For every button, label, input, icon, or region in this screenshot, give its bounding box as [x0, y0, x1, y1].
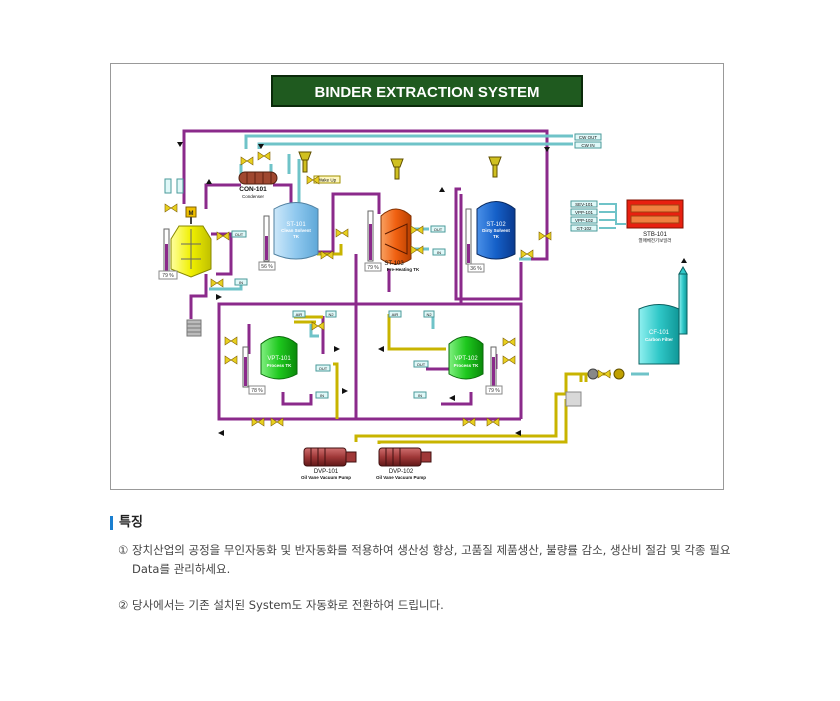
diagram-title-banner: BINDER EXTRACTION SYSTEM	[271, 75, 583, 107]
tank-st102: ST-102 Dirty Solvent TK 36 %	[465, 201, 516, 273]
vpt101-air-label: AIR	[296, 312, 303, 317]
boiler-stb101: STB-101 열매체전기보일러	[626, 199, 684, 244]
condenser-con101: CON-101 Condenser	[238, 171, 278, 199]
st103-name: Pre-Heating TK	[387, 267, 420, 272]
st103-level: 79 %	[367, 265, 379, 271]
vpt101-in-label: IN	[320, 393, 324, 398]
diagram-title: BINDER EXTRACTION SYSTEM	[314, 84, 539, 101]
tank-st103: 79 % ST-103 Pre-Heating TK	[364, 208, 420, 272]
pump-dvp101: DVP-101 Oil Vane Vacuum Pump	[301, 447, 357, 480]
dvp102-tag: DVP-102	[389, 469, 414, 475]
vpt102-n2-label: N2	[426, 312, 432, 317]
features-title: 특징	[110, 516, 730, 530]
vpt102-out-label: OUT	[417, 362, 426, 367]
st103-in-label: IN	[437, 250, 441, 255]
wake-up-label: Wake Up	[318, 178, 337, 183]
vpt101-tag: VPT-101	[267, 356, 291, 362]
pipe-network	[182, 129, 649, 444]
dvp101-name: Oil Vane Vacuum Pump	[301, 475, 351, 480]
blower-icon	[613, 368, 625, 380]
st102-name2: TK	[493, 234, 500, 239]
vpt101-level: 78 %	[251, 388, 263, 394]
feature-item-1: ① 장치산업의 공정을 무인자동화 및 반자동화를 적용하여 생산성 향상, 고…	[118, 543, 731, 576]
pump-dvp102: DVP-102 Oil Vane Vacuum Pump	[376, 447, 432, 480]
vpt102-name: Process TK	[454, 363, 480, 368]
valves	[164, 151, 611, 427]
tank-vpt102: VPT-102 Process TK 79 %	[448, 336, 503, 395]
con101-name: Condenser	[242, 194, 265, 199]
cw-in-label: CW IN	[581, 143, 594, 148]
st102-tag: ST-102	[486, 222, 506, 228]
features-section: 특징 ① 장치산업의 공정을 무인자동화 및 반자동화를 적용하여 생산성 향상…	[110, 516, 730, 612]
vpt102-air-label: AIR	[392, 312, 399, 317]
dvp101-tag: DVP-101	[314, 469, 339, 475]
trap-box	[565, 391, 582, 407]
st101-tag: ST-101	[286, 222, 306, 228]
io-tags: OUT IN OUT IN OUT IN OUT IN	[231, 225, 446, 399]
vpt101-name: Process TK	[267, 363, 293, 368]
mixer-tank: M 79 %	[158, 206, 212, 337]
st102-level: 36 %	[470, 266, 482, 272]
mixer-out-label: OUT	[235, 232, 244, 237]
st103-out-label: OUT	[434, 227, 443, 232]
mixer-in-label: IN	[239, 280, 243, 285]
stb-line-1: SEV-101	[575, 202, 593, 207]
cw-tags: CW OUT CW IN	[574, 133, 602, 149]
vpt102-in-label: IN	[418, 393, 422, 398]
st101-name: Clean Solvent	[281, 228, 311, 233]
cw-out-label: CW OUT	[579, 135, 597, 140]
tank-vpt101: VPT-101 Process TK 78 %	[242, 336, 298, 395]
cf101-name: Carbon Filter	[645, 337, 673, 342]
st102-name: Dirty Solvent	[482, 228, 510, 233]
feature-item-2: ② 당사에서는 기존 설치된 System도 자동화로 전환하여 드립니다.	[118, 598, 444, 612]
st101-level: 56 %	[261, 264, 273, 270]
flow-arrows	[177, 142, 687, 436]
mixer-level: 79 %	[162, 273, 174, 279]
stb-line-3: VPP-102	[575, 218, 594, 223]
air-n2-tags: AIR N2 AIR N2	[164, 178, 435, 318]
st101-name2: TK	[293, 234, 300, 239]
dvp102-name: Oil Vane Vacuum Pump	[376, 475, 426, 480]
tank-st101: ST-101 Clean Solvent TK 56 %	[258, 202, 319, 271]
vpt101-out-label: OUT	[319, 366, 328, 371]
vpt101-n2-label: N2	[328, 312, 334, 317]
safety-valves	[298, 151, 502, 180]
con101-tag: CON-101	[239, 186, 267, 193]
stb-line-tags: SEV-101 VPP-101 VPP-102 GT-102	[570, 200, 598, 232]
carbon-filter-cf101: CF-101 Carbon Filter	[638, 265, 688, 365]
transfer-pump-icon	[587, 368, 599, 380]
vpt102-level: 79 %	[488, 388, 500, 394]
cf101-tag: CF-101	[649, 330, 670, 336]
st103-tag: ST-103	[384, 261, 404, 267]
diagram-canvas: BINDER EXTRACTION SYSTEM	[158, 75, 688, 480]
stb-line-4: GT-102	[576, 226, 592, 231]
vpt102-tag: VPT-102	[454, 356, 478, 362]
mixer-motor-label: M	[189, 211, 194, 217]
stb101-tag: STB-101	[643, 232, 667, 238]
stb101-name: 열매체전기보일러	[638, 237, 671, 244]
stb-line-2: VPP-101	[575, 210, 594, 215]
process-diagram: BINDER EXTRACTION SYSTEM	[110, 63, 724, 490]
